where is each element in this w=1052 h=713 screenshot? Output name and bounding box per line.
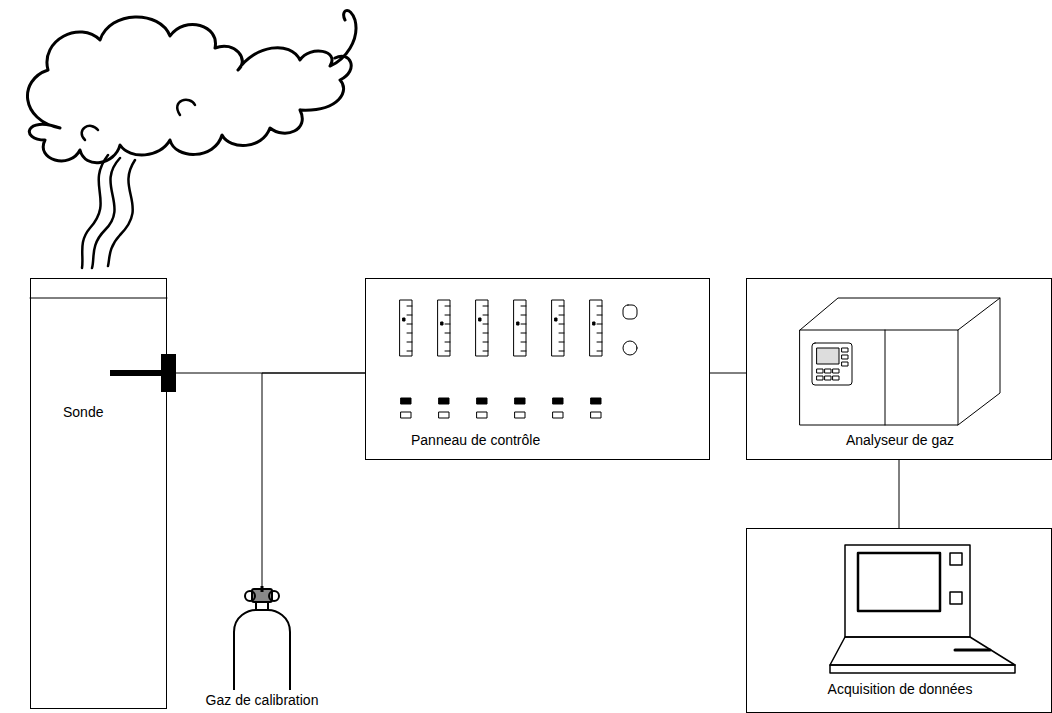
pipe-line (710, 373, 746, 374)
gas-cylinder: Gaz de calibration (228, 586, 296, 690)
analyser-device (800, 298, 1000, 425)
control-panel: Panneau de contrôle (365, 278, 710, 460)
stack-band (30, 298, 167, 299)
laptop (830, 545, 1015, 673)
node-label: Sonde (63, 404, 103, 420)
pipe-line (899, 460, 900, 528)
node-label: Gaz de calibration (206, 692, 319, 708)
node-label: Acquisition de données (828, 681, 973, 697)
analyser-box: Analyseur de gaz (746, 278, 1052, 460)
smoke-cloud (27, 11, 355, 268)
cylinder-outline (228, 586, 296, 690)
node-label: Analyseur de gaz (846, 432, 954, 448)
pipe-line (262, 373, 365, 586)
flow-gauges (400, 300, 637, 418)
node-label: Panneau de contrôle (411, 432, 540, 448)
stack: Sonde (30, 278, 167, 709)
data-acquisition-box: Acquisition de données (746, 528, 1052, 713)
